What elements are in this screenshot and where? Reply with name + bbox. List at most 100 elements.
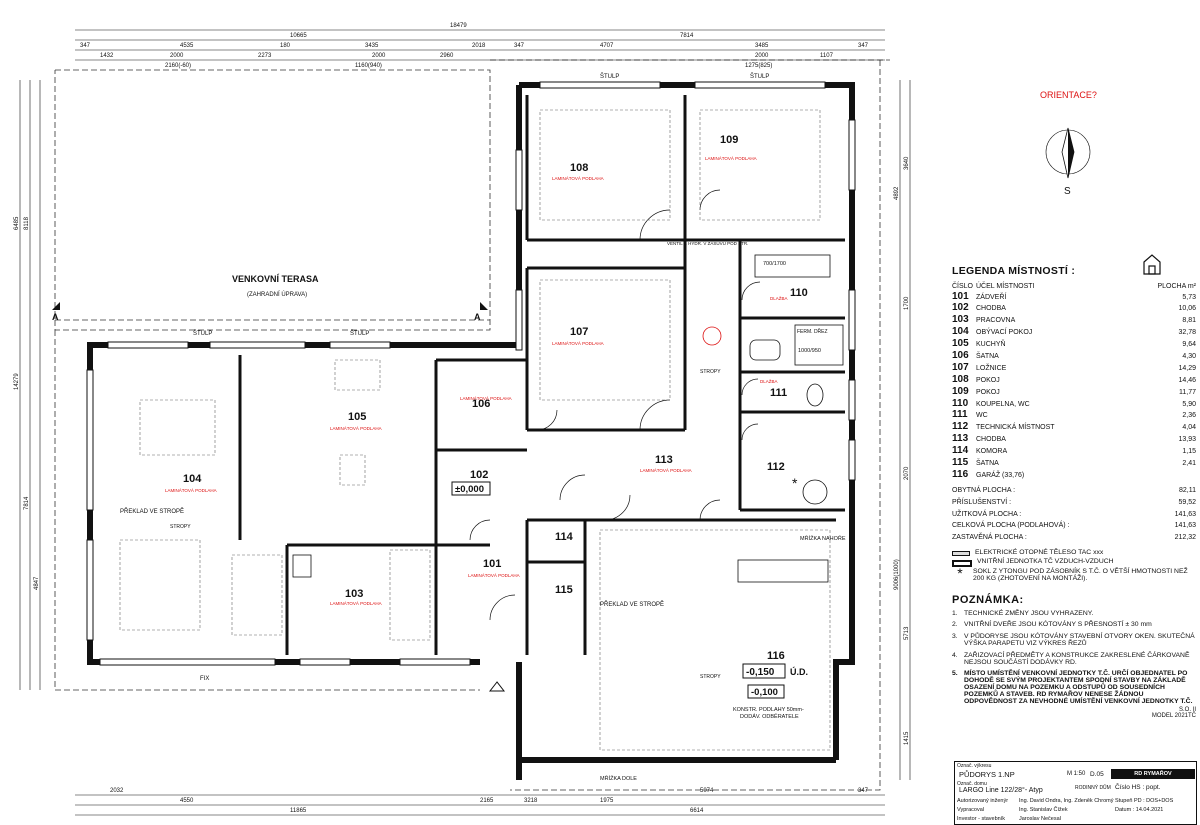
summary-row: PŘÍSLUŠENSTVÍ :59,52 [952, 498, 1196, 506]
strop-label-3: STROPY [700, 674, 721, 680]
svg-text:6485: 6485 [14, 216, 20, 230]
grate-top: MŘÍŽKA NAHOŘE [800, 534, 846, 542]
grate-bottom: MŘÍŽKA DOLE [600, 774, 637, 782]
room-number: 115 [555, 584, 573, 596]
svg-text:A: A [474, 312, 481, 322]
room-number: 101 [483, 558, 501, 570]
fix-label-bottom: FIX [200, 676, 209, 682]
north-arrow-icon [1045, 127, 1091, 179]
garage-floor-note-2: DODÁV. ODBĚRATELE [740, 712, 799, 720]
drawing-name: PŮDORYS 1.NP [959, 770, 1015, 779]
stulp-label-2: ŠTULP [350, 330, 369, 337]
note-item: 1.TECHNICKÉ ZMĚNY JSOU VYHRAZENY. [952, 609, 1094, 617]
svg-text:3435: 3435 [365, 43, 379, 49]
svg-text:LAMINÁTOVÁ PODLAHA: LAMINÁTOVÁ PODLAHA [705, 155, 757, 161]
svg-text:6614: 6614 [690, 808, 704, 814]
svg-text:2160(-60): 2160(-60) [165, 63, 191, 69]
svg-text:5713: 5713 [904, 626, 910, 640]
legend-panel: LEGENDA MÍSTNOSTÍ : ČÍSLO ÚČEL MÍSTNOSTI… [952, 266, 1196, 719]
strop-label-1: STROPY [170, 524, 191, 530]
svg-text:A: A [52, 312, 59, 322]
bath-tub-size: 700/1700 [763, 261, 786, 267]
notes-list: 1.TECHNICKÉ ZMĚNY JSOU VYHRAZENY. 2.VNITŘ… [952, 609, 1196, 706]
svg-text:2000: 2000 [170, 53, 184, 59]
svg-text:180: 180 [280, 43, 291, 49]
symbol-star: *SOKL Z YTONGU POD ZÁSOBNÍK S T.Č. O VĚT… [957, 565, 1188, 582]
storage-star-icon: * [792, 475, 798, 491]
orientation-label: ORIENTACE? [1040, 90, 1097, 100]
strop-label-2: STROPY [700, 369, 721, 375]
dim-top-left: 10665 [290, 33, 307, 39]
svg-text:9006(1000): 9006(1000) [894, 559, 900, 590]
legend-header: ČÍSLO ÚČEL MÍSTNOSTI PLOCHA m² [952, 282, 1196, 290]
room-number: 104 [183, 473, 202, 485]
svg-text:2070: 2070 [904, 466, 910, 480]
svg-text:2000: 2000 [755, 53, 769, 59]
note-item: 3.V PŮDORYSE JSOU KÓTOVÁNY STAVEBNÍ OTVO… [952, 633, 1195, 647]
terrace-subtitle: (ZAHRADNÍ ÚPRAVA) [247, 291, 307, 298]
svg-text:4892: 4892 [894, 186, 900, 200]
svg-text:4847: 4847 [34, 576, 40, 590]
svg-text:2273: 2273 [258, 53, 272, 59]
svg-text:3218: 3218 [524, 798, 538, 804]
house-icon [1143, 254, 1161, 275]
room-number: 107 [570, 326, 588, 338]
company-logo: RD RYMAŘOV [1111, 769, 1195, 779]
svg-text:2032: 2032 [110, 788, 124, 794]
section-marker-right: A [474, 302, 488, 322]
svg-text:2165: 2165 [480, 798, 494, 804]
dim-total-top: 18479 [450, 23, 467, 29]
level-box-garage-1 [742, 663, 786, 679]
svg-text:2000: 2000 [372, 53, 386, 59]
shower-size: 1000/950 [798, 348, 821, 354]
room-number: 105 [348, 411, 366, 423]
svg-text:LAMINÁTOVÁ PODLAHA: LAMINÁTOVÁ PODLAHA [165, 487, 217, 493]
level-garage-2: -0,100 [751, 687, 778, 698]
scale: M 1:50 [1067, 771, 1086, 777]
note-item: 2.VNITŘNÍ DVEŘE JSOU KÓTOVÁNY S PŘESNOST… [952, 621, 1152, 629]
svg-text:LAMINÁTOVÁ PODLAHA: LAMINÁTOVÁ PODLAHA [552, 340, 604, 346]
svg-text:LAMINÁTOVÁ PODLAHA: LAMINÁTOVÁ PODLAHA [640, 467, 692, 473]
dimension-lines [19, 29, 911, 816]
house-type: LARGO Line 122/28°- Atyp [959, 787, 1043, 794]
summary-row: OBYTNÁ PLOCHA :82,11 [952, 486, 1196, 494]
room-number: 103 [345, 588, 363, 600]
stulp-label-3: ŠTULP [600, 73, 619, 80]
svg-text:1160(940): 1160(940) [355, 63, 382, 69]
symbol-radiator: ELEKTRICKÉ OTOPNÉ TĚLESO TAC xxx [952, 549, 1196, 557]
svg-text:5074: 5074 [700, 788, 714, 794]
ferm-label: FERM. DŘEZ [797, 327, 828, 335]
note-item: 4.ZAŘIZOVACÍ PŘEDMĚTY A KONSTRUKCE ZAKRE… [952, 651, 1190, 666]
indoor-unit-icon [702, 326, 722, 346]
symbol-indoor-unit: VNITŘNÍ JEDNOTKA TČ VZDUCH-VZDUCH [952, 558, 1196, 567]
furniture-outlines [119, 109, 831, 751]
notes-title: POZNÁMKA: [952, 593, 1024, 606]
svg-text:14279: 14279 [14, 373, 20, 390]
svg-text:1432: 1432 [100, 53, 114, 59]
room-number: 113 [655, 454, 673, 466]
room-number: 116 [767, 650, 785, 662]
svg-text:LAMINÁTOVÁ PODLAHA: LAMINÁTOVÁ PODLAHA [330, 600, 382, 606]
beam-label: PŘEKLAD VE STROPĚ [120, 507, 184, 515]
svg-text:DLAŽBA: DLAŽBA [770, 294, 788, 301]
svg-text:2018: 2018 [472, 43, 486, 49]
svg-text:1415: 1415 [904, 731, 910, 745]
symbol-list: ELEKTRICKÉ OTOPNÉ TĚLESO TAC xxx VNITŘNÍ… [952, 549, 1196, 582]
svg-text:8118: 8118 [24, 216, 30, 230]
north-letter: S [1064, 186, 1071, 197]
